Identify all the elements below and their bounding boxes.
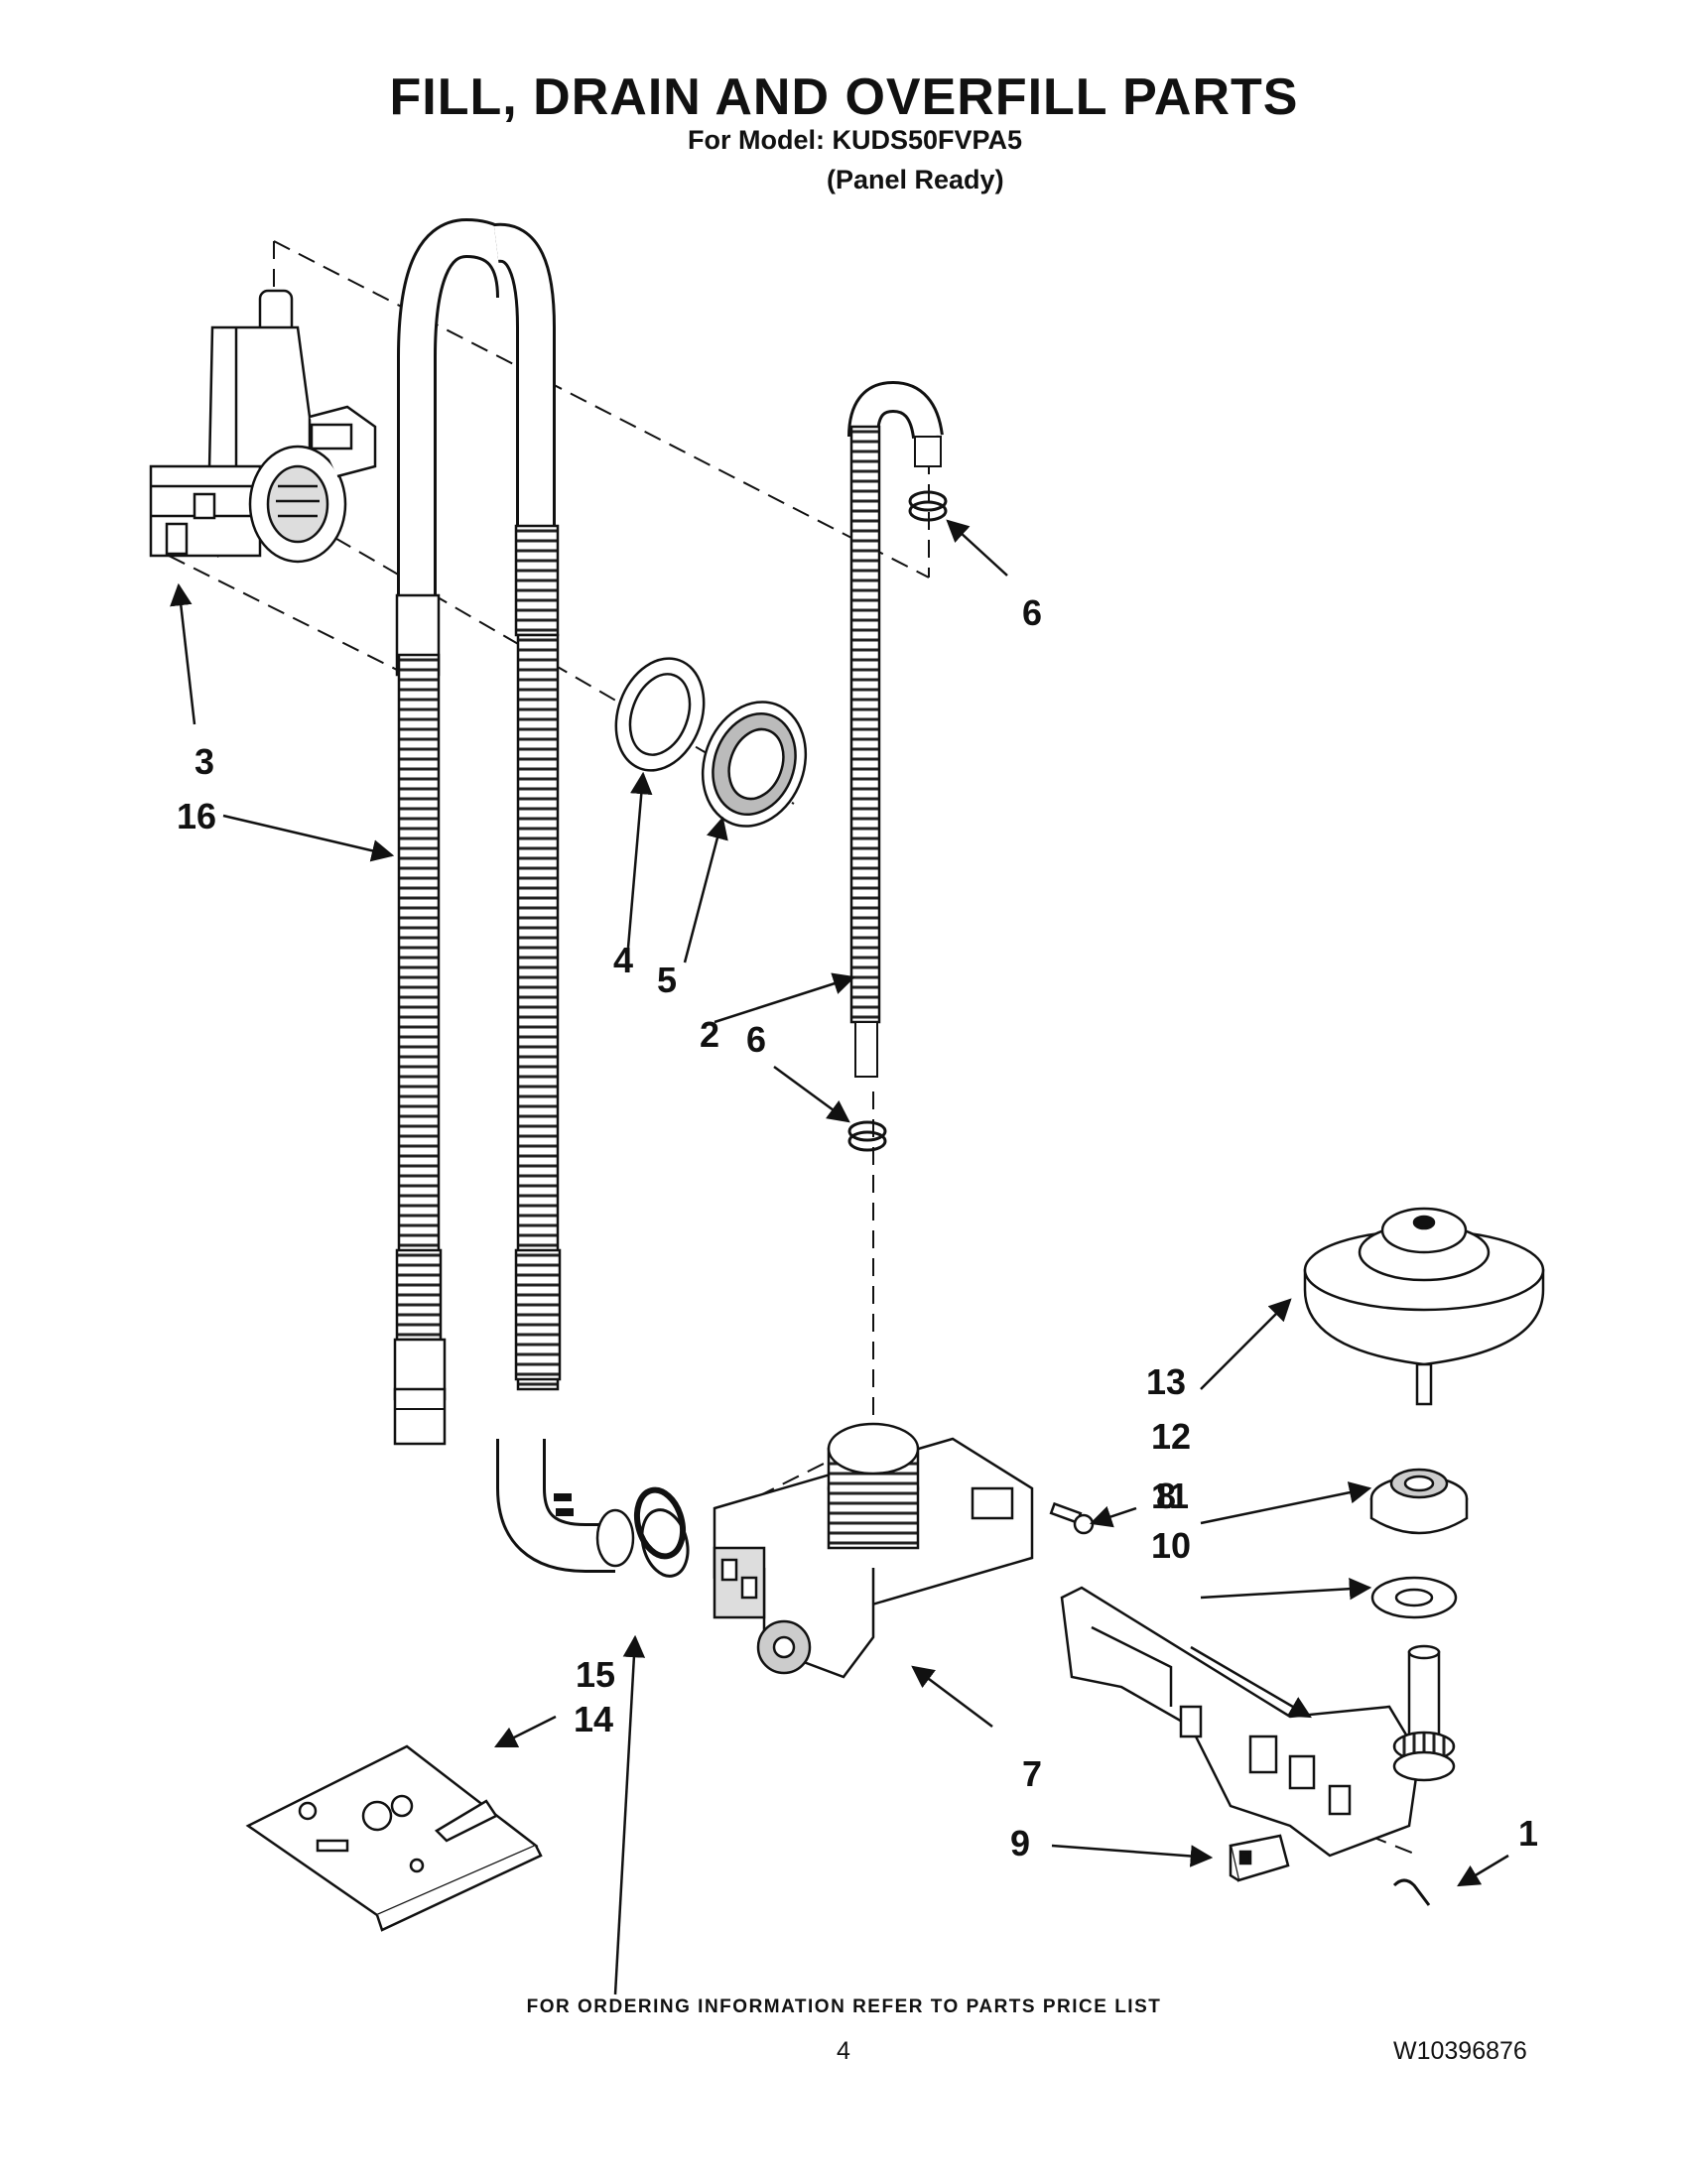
fill-hose-part-2 bbox=[847, 380, 944, 1078]
float-switch-bracket-part-10 bbox=[1060, 1586, 1421, 1858]
drain-hose-elbow bbox=[493, 222, 635, 1573]
callout-1: 1 bbox=[1518, 1813, 1538, 1854]
drain-hose-part-16 bbox=[393, 217, 536, 1446]
callout-11: 11 bbox=[1151, 1476, 1189, 1516]
callout-2: 2 bbox=[700, 1014, 719, 1055]
screw-part-8 bbox=[1049, 1501, 1095, 1535]
hardware-bag-part-14 bbox=[245, 1744, 543, 1932]
page-title: FILL, DRAIN AND OVERFILL PARTS bbox=[389, 68, 1299, 126]
nut-part-12 bbox=[1369, 1468, 1469, 1535]
callout-5: 5 bbox=[657, 960, 677, 1000]
callout-6-lower: 6 bbox=[746, 1019, 766, 1060]
model-line: For Model: KUDS50FVPA5 bbox=[688, 125, 1023, 155]
variant-line: (Panel Ready) bbox=[827, 165, 1004, 194]
washer-part-11 bbox=[1370, 1576, 1458, 1619]
callout-7: 7 bbox=[1022, 1753, 1042, 1794]
vent-assembly-part-3 bbox=[149, 289, 377, 564]
callout-6-upper: 6 bbox=[1022, 592, 1042, 633]
callout-16: 16 bbox=[177, 796, 216, 836]
float-stem bbox=[1392, 1644, 1456, 1782]
water-valve-part-7 bbox=[713, 1422, 1034, 1679]
callout-14: 14 bbox=[574, 1699, 613, 1739]
ordering-note: FOR ORDERING INFORMATION REFER TO PARTS … bbox=[526, 1996, 1162, 2017]
document-number: W10396876 bbox=[1393, 2037, 1527, 2065]
clamp-part-15 bbox=[633, 1486, 690, 1578]
clip-part-1 bbox=[1392, 1878, 1431, 1906]
float-part-13 bbox=[1303, 1207, 1545, 1406]
callout-8: 8 bbox=[1156, 1476, 1176, 1516]
page-number: 4 bbox=[837, 2037, 850, 2065]
gasket-part-4 bbox=[614, 657, 706, 772]
hose-clamp-part-6-lower bbox=[847, 1120, 887, 1152]
callout-3: 3 bbox=[195, 741, 214, 782]
callout-15: 15 bbox=[576, 1654, 615, 1695]
nut-part-5 bbox=[701, 701, 808, 828]
callout-4: 4 bbox=[613, 940, 633, 980]
callout-13: 13 bbox=[1146, 1361, 1186, 1402]
hose-clamp-part-6-upper bbox=[908, 490, 948, 522]
callout-labels: 3 16 4 5 2 6 6 7 8 9 10 11 12 13 1 15 14 bbox=[177, 592, 1538, 1863]
callout-12: 12 bbox=[1151, 1416, 1191, 1457]
callout-leaders bbox=[170, 519, 1509, 1995]
callout-9: 9 bbox=[1010, 1823, 1030, 1863]
callout-10: 10 bbox=[1151, 1525, 1191, 1566]
switch-part-9 bbox=[1229, 1834, 1290, 1882]
